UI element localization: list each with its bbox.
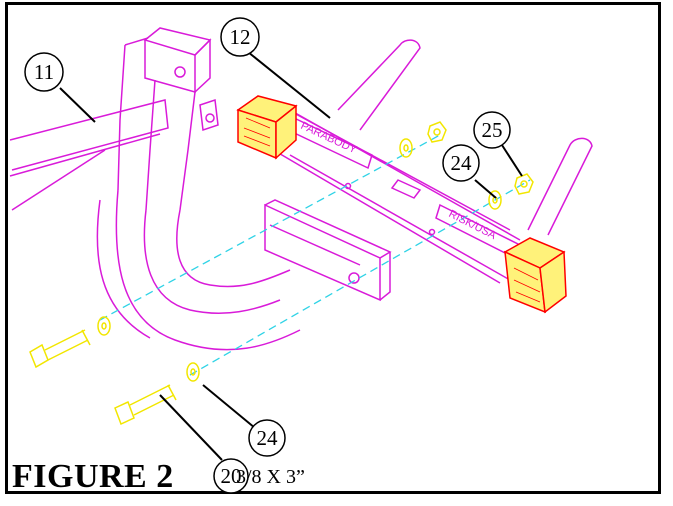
washers [97, 138, 502, 382]
callout-25: 25 [473, 111, 511, 149]
centerlines [99, 134, 531, 376]
figure-border [5, 2, 661, 494]
decal-parabody-text: PARABODY [299, 120, 359, 157]
handles [337, 39, 593, 236]
frame-upright [96, 27, 301, 351]
end-cap-right [503, 237, 567, 314]
bolt-upper [29, 329, 91, 369]
callout-12: 12 [220, 17, 260, 57]
bolt-lower [114, 384, 177, 426]
callout-25-label: 25 [482, 118, 503, 142]
callout-12-label: 12 [230, 25, 251, 49]
callout-20: 20 [213, 458, 249, 494]
callout-11: 11 [24, 52, 64, 92]
figure-title: FIGURE 2 [12, 458, 174, 495]
nuts [427, 121, 534, 195]
callout-24-top: 24 [442, 144, 480, 182]
mounting-plate [264, 199, 392, 302]
callout-20-label: 20 [221, 464, 242, 488]
bolt-size-label: 3/8 X 3” [236, 466, 305, 488]
callout-11-label: 11 [34, 60, 54, 84]
callout-24-bottom: 24 [248, 419, 286, 457]
end-cap-left [236, 95, 298, 160]
part-11-tube [9, 99, 169, 211]
decal-parabody: PARABODY [299, 120, 359, 157]
callout-24-top-label: 24 [451, 151, 473, 175]
callout-24-bottom-label: 24 [257, 426, 279, 450]
leader-lines [59, 51, 523, 461]
